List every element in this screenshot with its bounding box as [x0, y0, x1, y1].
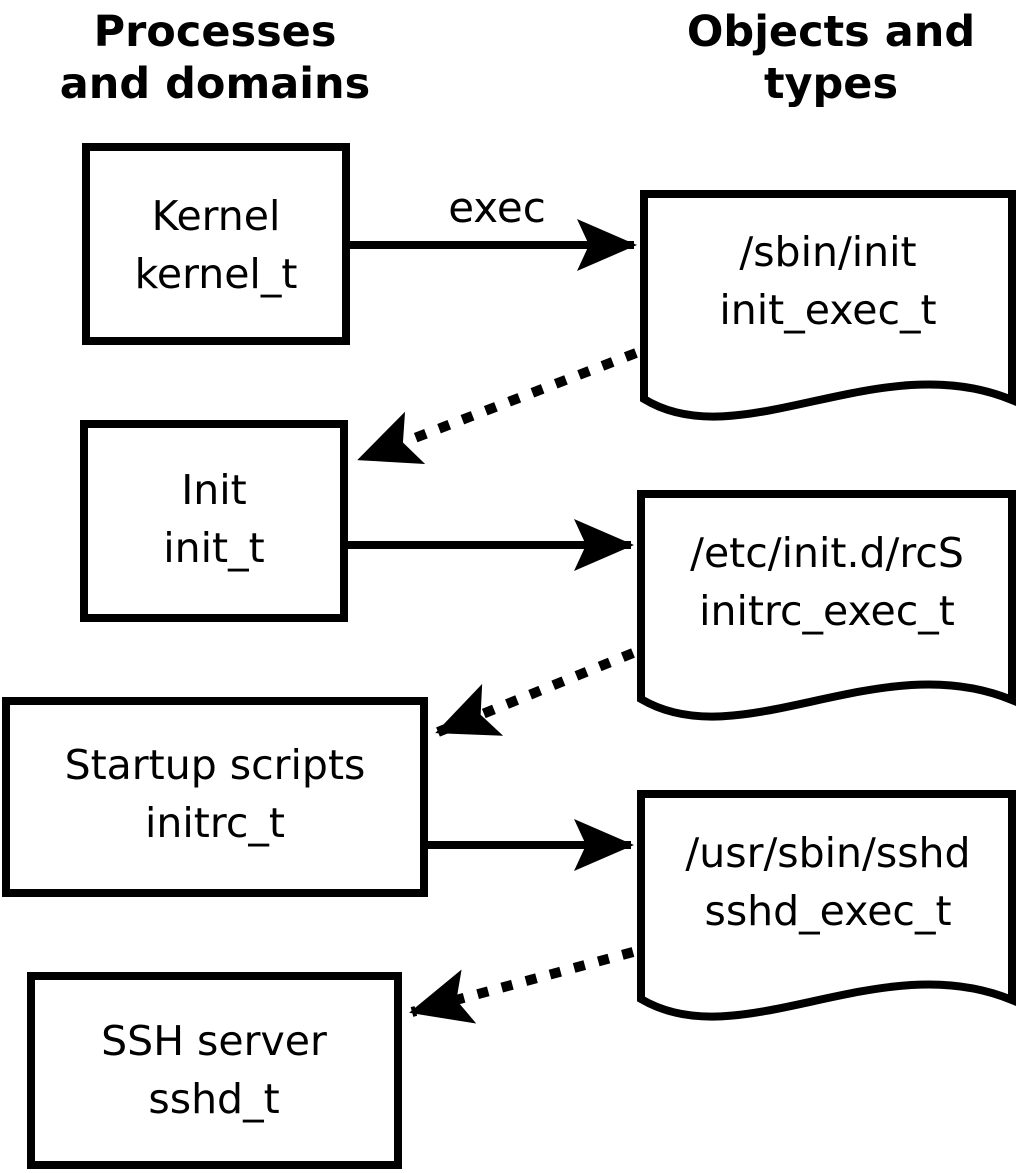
- object-doc-usr-sbin-sshd-shape: [637, 790, 1016, 1021]
- object-path-etc-initd-rcs: /etc/init.d/rcS: [690, 529, 964, 577]
- domain-label-init-t: init_t: [163, 524, 264, 572]
- object-path-sbin-init: /sbin/init: [739, 228, 916, 276]
- domain-label-sshd-t: sshd_t: [148, 1075, 279, 1123]
- process-box-init: Init init_t: [80, 420, 348, 622]
- transition-arrow-initrc-exec-to-initrc: [435, 648, 635, 737]
- object-type-init-exec-t: init_exec_t: [719, 286, 936, 334]
- left-column-title-line2: and domains: [60, 59, 370, 109]
- object-doc-etc-initd-rcs-shape: [637, 490, 1016, 721]
- transition-arrow-sshd-exec-to-sshd: [409, 947, 635, 1024]
- object-doc-etc-initd-rcs: /etc/init.d/rcS initrc_exec_t: [637, 490, 1016, 721]
- transition-arrow-init-exec-to-init: [357, 348, 638, 464]
- process-label-ssh-server: SSH server: [101, 1017, 327, 1065]
- process-label-startup-scripts: Startup scripts: [65, 741, 366, 789]
- object-doc-sbin-init: /sbin/init init_exec_t: [640, 190, 1016, 421]
- left-column-title-line1: Processes: [94, 7, 337, 57]
- domain-label-initrc-t: initrc_t: [145, 799, 285, 847]
- process-box-startup-scripts-rect: [2, 697, 428, 897]
- process-box-startup-scripts: Startup scripts initrc_t: [2, 697, 428, 897]
- object-type-initrc-exec-t: initrc_exec_t: [699, 587, 955, 635]
- object-doc-usr-sbin-sshd: /usr/sbin/sshd sshd_exec_t: [637, 790, 1016, 1021]
- domain-label-kernel-t: kernel_t: [135, 250, 298, 298]
- right-column-title-line1: Objects and: [687, 7, 975, 57]
- process-box-ssh-server: SSH server sshd_t: [27, 972, 402, 1169]
- object-path-usr-sbin-sshd: /usr/sbin/sshd: [685, 829, 970, 877]
- process-box-ssh-server-rect: [27, 972, 402, 1169]
- object-type-sshd-exec-t: sshd_exec_t: [704, 887, 951, 935]
- right-column-title-line2: types: [764, 59, 898, 109]
- object-doc-sbin-init-shape: [640, 190, 1016, 421]
- process-label-init: Init: [181, 466, 247, 514]
- process-label-kernel: Kernel: [152, 192, 281, 240]
- process-box-init-rect: [80, 420, 348, 622]
- exec-arrow-label: exec: [448, 183, 546, 232]
- process-box-kernel-rect: [82, 143, 350, 345]
- process-box-kernel: Kernel kernel_t: [82, 143, 350, 345]
